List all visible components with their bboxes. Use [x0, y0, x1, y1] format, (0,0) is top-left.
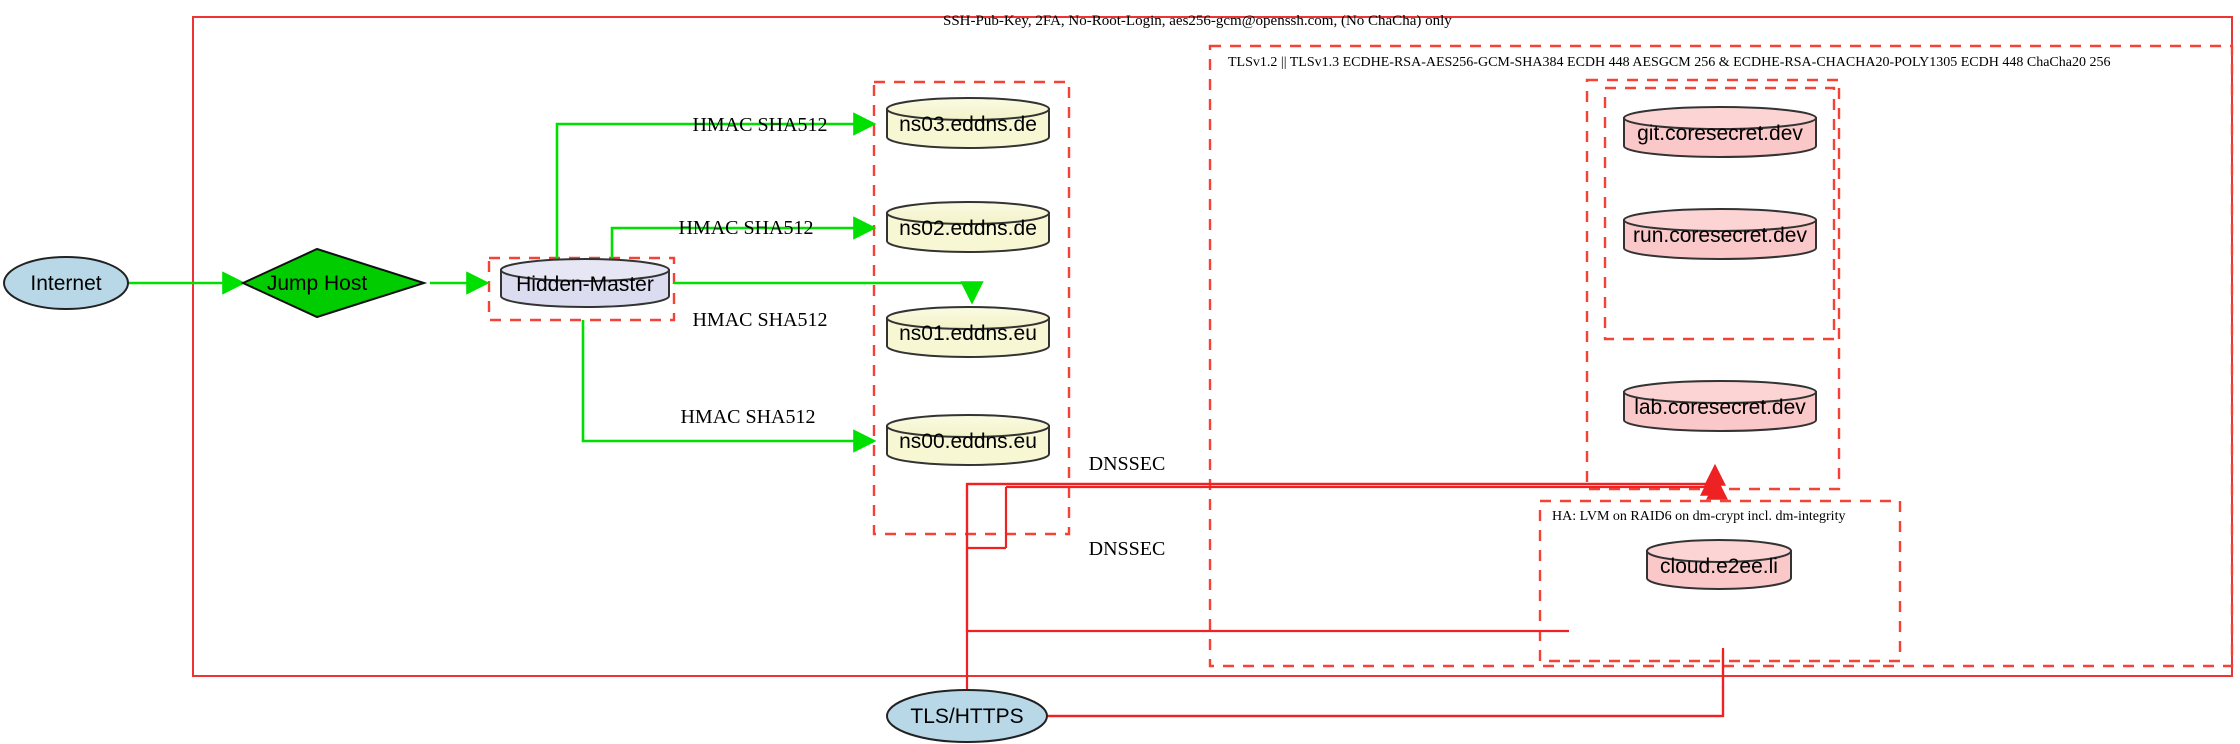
node-jump-host[interactable]: Jump Host	[240, 247, 428, 319]
node-cloud-e2ee[interactable]: cloud.e2ee.li	[1646, 539, 1792, 590]
node-run-coresecret-label: run.coresecret.dev	[1633, 224, 1807, 247]
node-jump-host-label: Jump Host	[267, 272, 368, 295]
node-hidden-master-label: Hidden-Master	[516, 273, 654, 296]
ssh-boundary-label: SSH-Pub-Key, 2FA, No-Root-Login, aes256-…	[943, 13, 1452, 29]
node-cloud-e2ee-label: cloud.e2ee.li	[1660, 555, 1778, 578]
ssh-boundary-frame	[192, 16, 2233, 677]
edge-tls-right-branch	[1010, 648, 1725, 718]
node-ns03[interactable]: ns03.eddns.de	[886, 97, 1050, 149]
edge-label-hmac-ns00: HMAC SHA512	[680, 406, 815, 428]
node-ns02[interactable]: ns02.eddns.de	[886, 201, 1050, 253]
node-ns00[interactable]: ns00.eddns.eu	[886, 414, 1050, 466]
edge-hiddenmaster-to-ns02	[610, 216, 877, 262]
ha-boundary-frame	[1538, 499, 1902, 663]
edge-label-dnssec-lower: DNSSEC	[1089, 538, 1166, 560]
node-ns01[interactable]: ns01.eddns.eu	[886, 306, 1050, 358]
edge-label-dnssec-upper: DNSSEC	[1089, 453, 1166, 475]
node-internet-label: Internet	[30, 272, 101, 295]
node-lab-coresecret-label: lab.coresecret.dev	[1634, 396, 1806, 419]
node-git-coresecret-label: git.coresecret.dev	[1637, 122, 1803, 145]
edge-hiddenmaster-to-ns00	[581, 320, 877, 453]
node-git-coresecret[interactable]: git.coresecret.dev	[1623, 106, 1817, 158]
edge-label-hmac-ns01: HMAC SHA512	[692, 309, 827, 331]
edge-hiddenmaster-to-ns01	[674, 281, 984, 305]
node-ns02-label: ns02.eddns.de	[899, 217, 1037, 240]
tls-boundary-label: TLSv1.2 || TLSv1.3 ECDHE-RSA-AES256-GCM-…	[1228, 55, 2110, 70]
ha-boundary-label: HA: LVM on RAID6 on dm-crypt incl. dm-in…	[1552, 509, 1845, 524]
dns-group-boundary	[872, 80, 1071, 536]
node-run-coresecret[interactable]: run.coresecret.dev	[1623, 208, 1817, 260]
edge-label-hmac-ns02: HMAC SHA512	[678, 217, 813, 239]
edge-label-hmac-ns03: HMAC SHA512	[692, 114, 827, 136]
edge-dnssec-bottom-run	[965, 484, 1569, 633]
node-ns00-label: ns00.eddns.eu	[899, 430, 1037, 453]
node-lab-coresecret[interactable]: lab.coresecret.dev	[1623, 380, 1817, 432]
tls-boundary-frame	[1208, 44, 2234, 668]
node-ns03-label: ns03.eddns.de	[899, 113, 1037, 136]
edge-hiddenmaster-to-ns03	[555, 112, 877, 262]
node-internet[interactable]: Internet	[3, 256, 129, 310]
node-tls-https[interactable]: TLS/HTTPS	[886, 689, 1048, 743]
node-hidden-master[interactable]: Hidden-Master	[500, 258, 670, 308]
node-tls-https-label: TLS/HTTPS	[910, 705, 1023, 728]
node-ns01-label: ns01.eddns.eu	[899, 322, 1037, 345]
